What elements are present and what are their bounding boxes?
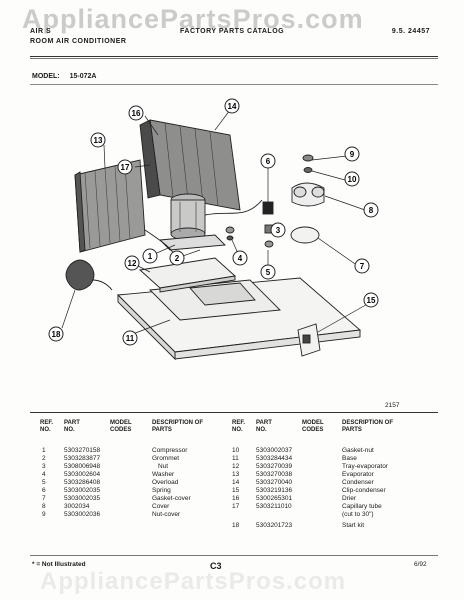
callout-7: 7	[354, 258, 370, 274]
callout-12: 12	[124, 255, 140, 271]
svg-text:2: 2	[175, 254, 180, 263]
evaporator-tray-drawing	[138, 257, 237, 293]
start-kit-drawing	[65, 259, 113, 291]
svg-text:4: 4	[238, 254, 243, 263]
exploded-parts-diagram: 1 2 3 4 5 6 7 8 9 10 11 12 13 14 15 16 1…	[48, 98, 379, 361]
diagram-ref-number: 2157	[385, 402, 400, 409]
svg-text:11: 11	[126, 334, 135, 343]
base-plate-drawing	[117, 277, 362, 361]
svg-text:16: 16	[132, 109, 141, 118]
model-line: MODEL: 15-072A	[32, 73, 96, 80]
callout-3: 3	[270, 222, 286, 238]
callout-18: 18	[48, 326, 64, 342]
header-part-right: PART NO.	[256, 420, 272, 433]
callout-6: 6	[260, 153, 276, 169]
page-number: C3	[210, 561, 222, 571]
brand-text: AIR S	[30, 28, 52, 35]
appliance-subtitle: ROOM AIR CONDITIONER	[30, 38, 127, 45]
callout-4: 4	[232, 250, 248, 266]
callout-8: 8	[363, 202, 379, 218]
evaporator-coil-drawing	[74, 159, 146, 253]
callout-2: 2	[169, 250, 185, 266]
model-divider	[30, 84, 438, 85]
callout-5: 5	[260, 264, 276, 280]
svg-text:6: 6	[266, 157, 271, 166]
terminal-cover-drawing	[290, 154, 325, 244]
callout-14: 14	[224, 98, 240, 114]
callout-9: 9	[344, 146, 360, 162]
callout-15: 15	[363, 292, 379, 308]
hardware-drawing	[225, 201, 274, 248]
catalog-date: 6/92	[414, 561, 427, 568]
header-model-left: MODEL CODES	[110, 420, 132, 433]
svg-text:5: 5	[266, 268, 271, 277]
header-ref-left: REF. NO.	[40, 420, 54, 433]
callout-16: 16	[128, 105, 144, 121]
header-part-left: PART NO.	[64, 420, 80, 433]
footer-divider	[30, 555, 438, 556]
catalog-title: FACTORY PARTS CATALOG	[180, 28, 285, 35]
callout-13: 13	[90, 132, 106, 148]
not-illustrated-note: * = Not Illustrated	[32, 561, 86, 568]
header-divider-thin	[30, 58, 438, 59]
condenser-clip-drawing	[297, 323, 321, 357]
watermark: AppliancePartsPros.com	[22, 4, 364, 34]
callout-1: 1	[142, 248, 158, 264]
condenser-coil-drawing	[139, 119, 241, 211]
callout-17: 17	[117, 159, 133, 175]
bottom-watermark: AppliancePartsPros.com	[40, 568, 347, 595]
svg-text:1: 1	[148, 252, 153, 261]
svg-text:10: 10	[348, 175, 357, 184]
compressor-drawing	[159, 193, 226, 251]
catalog-header: AIR S ROOM AIR CONDITIONER FACTORY PARTS…	[30, 26, 430, 54]
svg-text:14: 14	[228, 102, 237, 111]
callout-10: 10	[344, 171, 360, 187]
model-value: 15-072A	[69, 73, 97, 80]
svg-text:9: 9	[350, 150, 355, 159]
header-model-right: MODEL CODES	[302, 420, 324, 433]
catalog-number: 9.5. 24457	[391, 28, 430, 35]
svg-text:3: 3	[276, 226, 281, 235]
table-top-divider	[30, 412, 438, 413]
svg-text:17: 17	[121, 163, 130, 172]
header-desc-right: DESCRIPTION OF PARTS	[342, 420, 394, 433]
model-label: MODEL:	[32, 73, 60, 80]
header-ref-right: REF. NO.	[232, 420, 246, 433]
svg-text:15: 15	[367, 296, 376, 305]
svg-text:18: 18	[52, 330, 61, 339]
svg-text:13: 13	[94, 136, 103, 145]
header-divider	[30, 56, 438, 57]
header-desc-left: DESCRIPTION OF PARTS	[152, 420, 204, 433]
svg-text:12: 12	[128, 259, 137, 268]
svg-text:8: 8	[369, 206, 374, 215]
table-row: (cut to 30")	[342, 511, 374, 518]
callout-11: 11	[122, 330, 138, 346]
svg-text:7: 7	[360, 262, 365, 271]
